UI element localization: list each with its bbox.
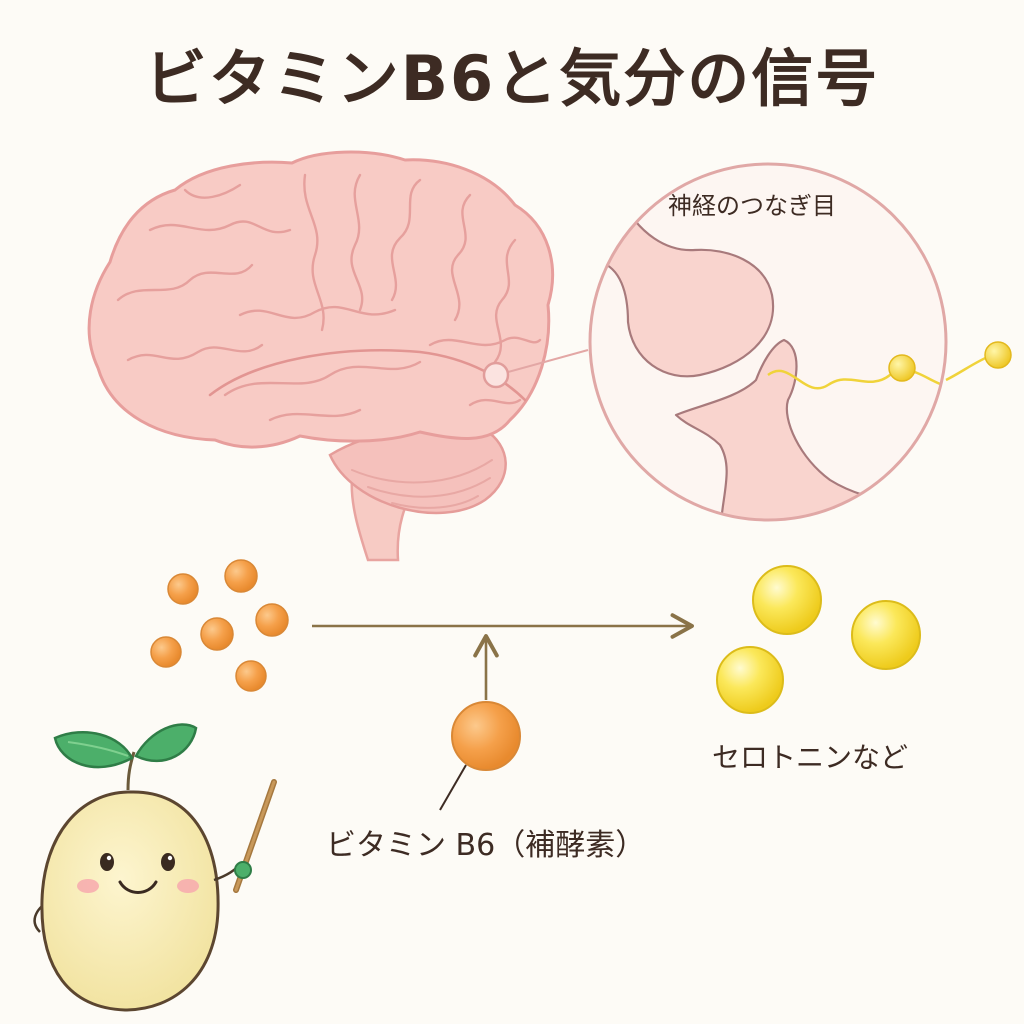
precursor-molecule-icon <box>255 603 289 637</box>
vitamin-b6-molecule-icon <box>451 701 521 771</box>
serotonin-molecule-icon <box>752 565 822 635</box>
synapse-label: 神経のつなぎ目 <box>668 192 836 220</box>
serotonin-label: セロトニンなど <box>712 741 909 774</box>
cofactor-label-leader <box>439 764 467 811</box>
precursor-molecules <box>150 559 289 692</box>
vitamin-b6-label: ビタミン B6（補酵素） <box>326 828 646 863</box>
serotonin-molecules <box>716 565 921 714</box>
precursor-molecule-icon <box>167 573 199 605</box>
serotonin-molecule-icon <box>716 646 784 714</box>
serotonin-molecule-icon <box>851 600 921 670</box>
precursor-molecule-icon <box>235 660 267 692</box>
soybean-sprout-mascot-icon <box>33 723 277 1012</box>
zoom-pointer <box>482 349 589 389</box>
synapse-magnifier-icon <box>588 162 1012 522</box>
precursor-molecule-icon <box>224 559 258 593</box>
precursor-molecule-icon <box>150 636 182 668</box>
brain-icon <box>87 150 555 562</box>
precursor-molecule-icon <box>200 617 234 651</box>
diagram-title: ビタミンB6と気分の信号 <box>144 42 880 115</box>
